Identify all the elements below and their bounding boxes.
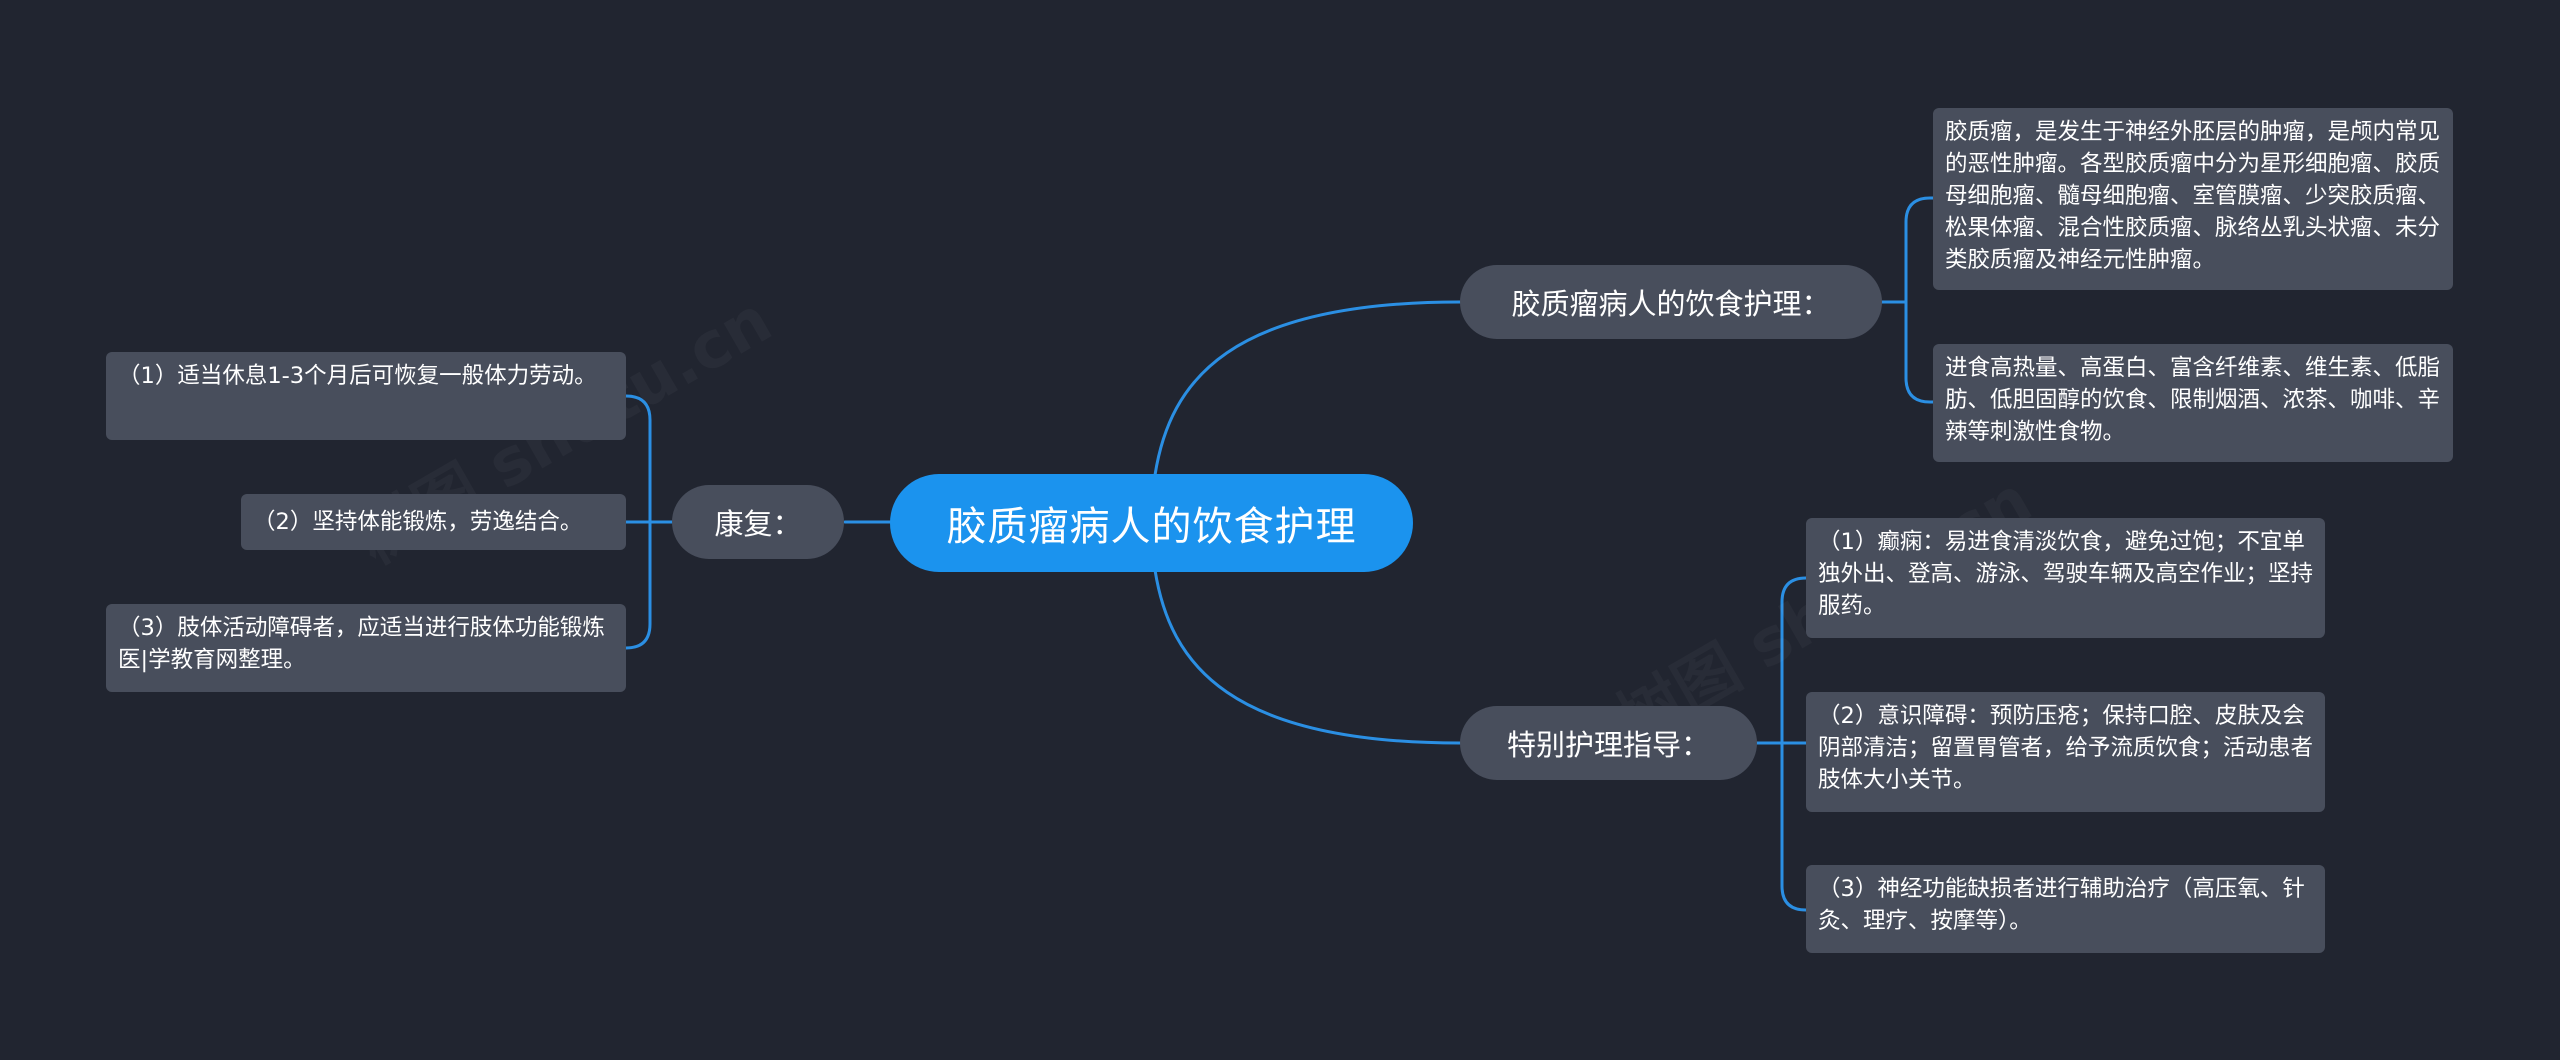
root-topic[interactable]: 胶质瘤病人的饮食护理	[890, 474, 1413, 572]
diet-leaf-2[interactable]: 进食高热量、高蛋白、富含纤维素、维生素、低脂肪、低胆固醇的饮食、限制烟酒、浓茶、…	[1933, 344, 2453, 462]
rehab-leaf-2[interactable]: （2）坚持体能锻炼，劳逸结合。	[241, 494, 626, 550]
connector-diet-leaf-2	[1904, 300, 1935, 404]
connector-special-leaf-1	[1780, 576, 1808, 745]
connector-rehab-leaf-1	[624, 394, 652, 524]
connector-root-diet	[1153, 300, 1462, 477]
rehab-leaf-3[interactable]: （3）肢体活动障碍者，应适当进行肢体功能锻炼医|学教育网整理。	[106, 604, 626, 692]
connector-rehab-leaf-3	[624, 520, 652, 650]
special-leaf-3[interactable]: （3）神经功能缺损者进行辅助治疗（高压氧、针灸、理疗、按摩等）。	[1806, 865, 2325, 953]
rehab-leaf-1[interactable]: （1）适当休息1-3个月后可恢复一般体力劳动。	[106, 352, 626, 440]
branch-diet[interactable]: 胶质瘤病人的饮食护理：	[1460, 265, 1882, 339]
diet-leaf-1[interactable]: 胶质瘤，是发生于神经外胚层的肿瘤，是颅内常见的恶性肿瘤。各型胶质瘤中分为星形细胞…	[1933, 108, 2453, 290]
connector-diet-leaf-1	[1904, 196, 1935, 304]
connector-root-special	[1153, 568, 1462, 745]
branch-special-care[interactable]: 特别护理指导：	[1460, 706, 1757, 780]
branch-rehab[interactable]: 康复：	[672, 485, 844, 559]
special-leaf-1[interactable]: （1）癫痫：易进食清淡饮食，避免过饱；不宜单独外出、登高、游泳、驾驶车辆及高空作…	[1806, 518, 2325, 638]
connector-special-leaf-3	[1780, 741, 1808, 912]
special-leaf-2[interactable]: （2）意识障碍：预防压疮；保持口腔、皮肤及会阴部清洁；留置胃管者，给予流质饮食；…	[1806, 692, 2325, 812]
